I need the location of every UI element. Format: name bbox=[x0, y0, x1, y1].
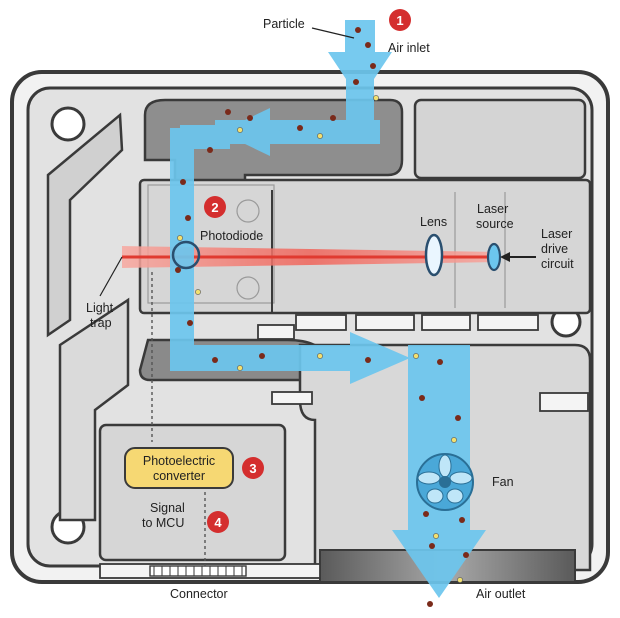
fan-icon bbox=[416, 453, 474, 511]
light-trap-arrow bbox=[99, 256, 123, 297]
label-light-trap-line2: trap bbox=[90, 316, 112, 330]
label-signal-line1: Signal bbox=[150, 501, 185, 515]
svg-text:2: 2 bbox=[211, 200, 218, 215]
lens-icon bbox=[424, 233, 444, 277]
step-badge-3: 3 bbox=[242, 457, 264, 479]
inner-wall bbox=[271, 391, 313, 405]
label-laser-drive-line2: drive bbox=[541, 242, 568, 256]
photodiode-icon bbox=[171, 240, 201, 270]
slot-row bbox=[257, 314, 539, 340]
label-light-trap-line1: Light bbox=[86, 301, 114, 315]
label-photoelectric-line2: converter bbox=[153, 469, 205, 483]
laser-drive-arrow bbox=[500, 252, 536, 262]
label-fan: Fan bbox=[492, 475, 514, 489]
svg-text:1: 1 bbox=[396, 13, 403, 28]
step-badge-1: 1 bbox=[389, 9, 411, 31]
label-lens: Lens bbox=[420, 215, 447, 229]
connector bbox=[99, 563, 321, 579]
svg-text:3: 3 bbox=[249, 461, 256, 476]
particles bbox=[175, 27, 469, 607]
right-vent-slot bbox=[539, 392, 589, 412]
light-trap-structure bbox=[46, 112, 130, 522]
step-badge-2: 2 bbox=[204, 196, 226, 218]
label-laser-drive-line3: circuit bbox=[541, 257, 574, 271]
label-air-inlet: Air inlet bbox=[388, 41, 430, 55]
particle-pointer bbox=[311, 27, 355, 39]
label-connector: Connector bbox=[170, 587, 228, 601]
label-signal-line2: to MCU bbox=[142, 516, 184, 530]
label-photoelectric-line1: Photoelectric bbox=[143, 454, 215, 468]
label-particle: Particle bbox=[263, 17, 305, 31]
laser-source-icon bbox=[486, 242, 502, 272]
svg-text:4: 4 bbox=[214, 515, 222, 530]
label-laser-drive-line1: Laser bbox=[541, 227, 572, 241]
label-laser-source-line1: Laser bbox=[477, 202, 508, 216]
photoelectric-converter bbox=[124, 447, 234, 489]
electronics-compartment bbox=[98, 423, 287, 562]
label-air-outlet: Air outlet bbox=[476, 587, 526, 601]
signal-path bbox=[151, 272, 206, 566]
top-right-compartment bbox=[413, 98, 587, 180]
optical-chamber bbox=[138, 178, 592, 315]
label-laser-source-line2: source bbox=[476, 217, 514, 231]
label-photodiode: Photodiode bbox=[200, 229, 263, 243]
airflow-path bbox=[170, 20, 486, 598]
step-badge-4: 4 bbox=[207, 511, 229, 533]
